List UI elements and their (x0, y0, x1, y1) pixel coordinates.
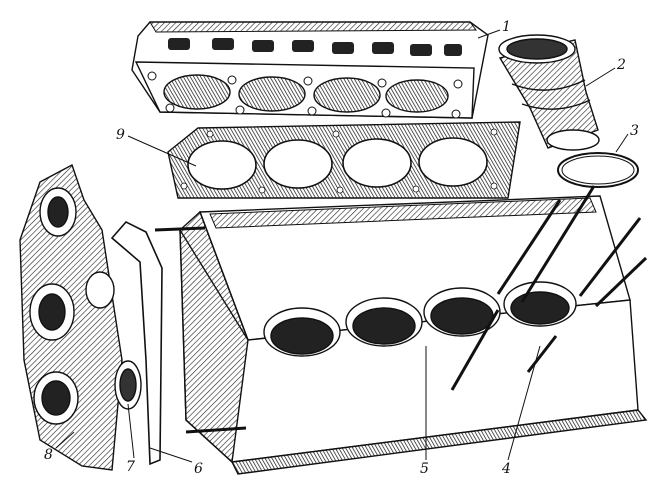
cylinder-block (154, 185, 648, 475)
callout-8: 8 (44, 447, 53, 463)
callout-6: 6 (194, 461, 203, 477)
head-gasket (167, 121, 521, 199)
callout-7: 7 (126, 459, 135, 475)
timing-cover (19, 163, 123, 471)
callout-5: 5 (420, 461, 429, 477)
callout-4: 4 (502, 461, 511, 477)
cylinder-liner (498, 34, 600, 151)
callout-9: 9 (116, 127, 125, 143)
oil-seal (114, 360, 142, 410)
callout-2: 2 (617, 57, 626, 73)
seal-ring (557, 152, 639, 188)
leader-lines (55, 29, 629, 463)
cylinder-head (131, 21, 489, 119)
cover-gasket (110, 221, 163, 466)
callout-3: 3 (630, 123, 639, 139)
callout-1: 1 (502, 19, 511, 35)
